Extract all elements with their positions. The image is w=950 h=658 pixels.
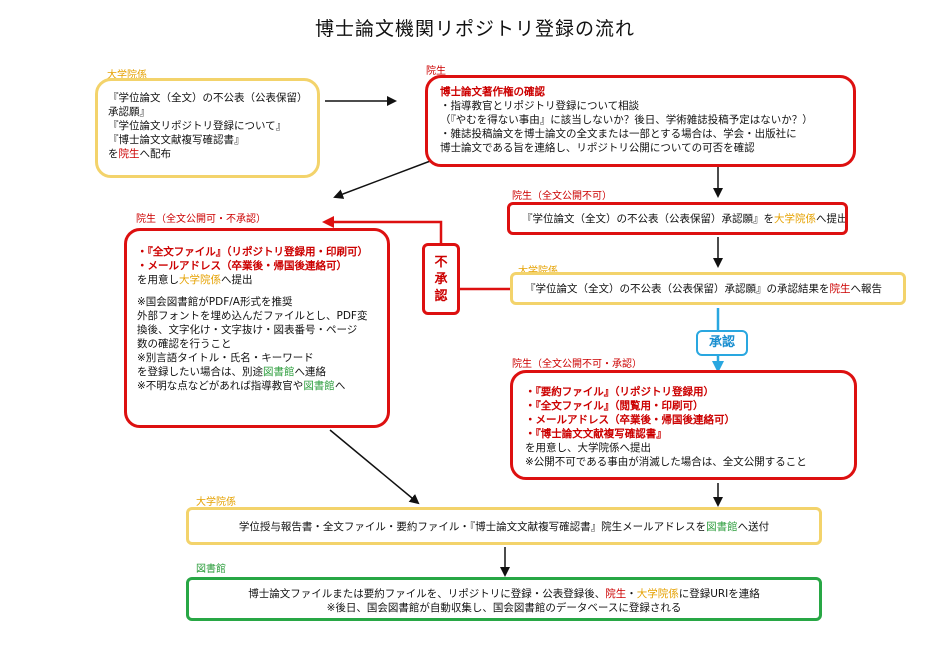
submit-line: 『学位論文（全文）の不公表（公表保留）承認願』を大学院係へ提出 [522, 212, 845, 226]
copyright-line: ・指導教官とリポジトリ登録について相談 [440, 100, 640, 112]
copyright-heading: 博士論文著作権の確認 [440, 86, 545, 98]
rejected-tag: 不 承 認 [422, 243, 460, 315]
text: へ送付 [737, 521, 770, 533]
arrow-fulltext-to-send [329, 429, 420, 505]
summary-line: ・『全文ファイル』（閲覧用・印刷可） [525, 400, 704, 412]
send-line: 学位授与報告書・全文ファイル・要約ファイル・『博士論文文献複写確認書』院生メール… [189, 520, 819, 534]
summary-line: を用意し、大学院係へ提出 [525, 442, 651, 454]
text: へ提出 [221, 274, 253, 286]
note-line: 数の確認を行うこと [137, 338, 232, 350]
send-to-library-box: 学位授与報告書・全文ファイル・要約ファイル・『博士論文文献複写確認書』院生メール… [186, 507, 822, 545]
text: へ [334, 380, 346, 392]
copyright-line: 博士論文である旨を連絡し、リポジトリ公開についての可否を確認 [440, 142, 755, 154]
label-univ-office: 大学院係 [196, 497, 236, 508]
summary-file-box: ・『要約ファイル』（リポジトリ登録用） ・『全文ファイル』（閲覧用・印刷可） ・… [510, 370, 857, 480]
univ-term: 大学院係 [636, 588, 679, 600]
report-line: 『学位論文（全文）の不公表（公表保留）承認願』の承認結果を院生へ報告 [525, 282, 903, 296]
library-line: 博士論文ファイルまたは要約ファイルを、リポジトリに登録・公表登録後、院生・大学院… [189, 587, 819, 601]
univ-forms-box: 『学位論文（全文）の不公表（公表保留） 承認願』 『学位論文リポジトリ登録につい… [95, 78, 320, 178]
note-line: を登録したい場合は、別途図書館へ連絡 [137, 365, 387, 379]
spacer [137, 287, 387, 295]
form-line: 『学位論文（全文）の不公表（公表保留） [108, 92, 308, 104]
label-student-nondisclosure-approved: 院生（全文公開不可・承認） [512, 359, 642, 370]
text: に登録URIを連絡 [678, 588, 760, 600]
student-term: 院生 [118, 148, 140, 160]
fulltext-line: ・メールアドレス（卒業後・帰国後連絡可） [137, 260, 347, 272]
text: 博士論文ファイルまたは要約ファイルを、リポジトリに登録・公表登録後、 [248, 588, 606, 600]
form-line: を院生へ配布 [108, 147, 317, 161]
text: へ配布 [139, 148, 172, 160]
text: へ報告 [850, 283, 883, 295]
arrow-copyright-to-fulltext [333, 159, 434, 199]
fulltext-line: ・『全文ファイル』（リポジトリ登録用・印刷可） [137, 246, 368, 258]
student-term: 院生 [829, 283, 851, 295]
text: ・ [626, 588, 637, 600]
text: ※不明な点などがあれば指導教官や [137, 380, 304, 392]
text: へ提出 [816, 213, 848, 225]
form-line: 承認願』 [108, 106, 150, 118]
report-result-box: 『学位論文（全文）の不公表（公表保留）承認願』の承認結果を院生へ報告 [510, 272, 906, 305]
library-registration-box: 博士論文ファイルまたは要約ファイルを、リポジトリに登録・公表登録後、院生・大学院… [186, 577, 822, 621]
student-term: 院生 [605, 588, 627, 600]
summary-line: ・『博士論文文献複写確認書』 [525, 428, 667, 440]
note-line: 換後、文字化け・文字抜け・図表番号・ページ [137, 324, 358, 336]
label-student-nondisclosure: 院生（全文公開不可） [512, 191, 612, 202]
fulltext-line: を用意し大学院係へ提出 [137, 273, 387, 287]
text: 学位授与報告書・全文ファイル・要約ファイル・『博士論文文献複写確認書』院生メール… [238, 521, 707, 533]
library-line: ※後日、国会図書館が自動収集し、国会図書館のデータベースに登録される [326, 602, 682, 614]
rejected-char: 承 [434, 272, 448, 287]
univ-term: 大学院係 [179, 274, 221, 286]
label-student-disclosure-rejected: 院生（全文公開可・不承認） [136, 214, 266, 225]
text: 『学位論文（全文）の不公表（公表保留）承認願』を [522, 213, 774, 225]
copyright-line: ・雑誌投稿論文を博士論文の全文または一部とする場合は、学会・出版社に [440, 128, 797, 140]
univ-term: 大学院係 [774, 213, 816, 225]
rejected-char: 認 [434, 289, 448, 304]
summary-line: ・メールアドレス（卒業後・帰国後連絡可） [525, 414, 735, 426]
summary-line: ※公開不可である事由が消滅した場合は、全文公開すること [525, 456, 807, 468]
summary-line: ・『要約ファイル』（リポジトリ登録用） [525, 386, 714, 398]
text: を登録したい場合は、別途 [137, 366, 263, 378]
label-univ-office: 大学院係 [518, 262, 558, 277]
library-term: 図書館 [263, 366, 295, 378]
library-term: 図書館 [303, 380, 335, 392]
text: へ連絡 [294, 366, 327, 378]
submit-nondisclosure-box: 『学位論文（全文）の不公表（公表保留）承認願』を大学院係へ提出 [507, 202, 848, 235]
label-student: 院生 [426, 66, 446, 77]
copyright-check-box: 博士論文著作権の確認 ・指導教官とリポジトリ登録について相談 （『やむを得ない事… [425, 75, 856, 167]
text: を用意し [137, 274, 179, 286]
full-text-box: ・『全文ファイル』（リポジトリ登録用・印刷可） ・メールアドレス（卒業後・帰国後… [124, 228, 390, 428]
form-line: 『博士論文文献複写確認書』 [108, 134, 245, 146]
note-line: ※国会図書館がPDF/A形式を推奨 [137, 296, 293, 308]
library-term: 図書館 [706, 521, 738, 533]
text: 『学位論文（全文）の不公表（公表保留）承認願』の承認結果を [525, 283, 830, 295]
note-line: ※不明な点などがあれば指導教官や図書館へ [137, 379, 387, 393]
label-library: 図書館 [196, 564, 226, 575]
label-univ-office: 大学院係 [107, 70, 147, 81]
rejected-char: 不 [434, 255, 448, 270]
form-line: 『学位論文リポジトリ登録について』 [108, 120, 287, 132]
note-line: ※別言語タイトル・氏名・キーワード [137, 352, 314, 364]
approved-badge: 承認 [696, 330, 748, 356]
text: を [108, 148, 119, 160]
page-title: 博士論文機関リポジトリ登録の流れ [314, 18, 635, 40]
copyright-line: （『やむを得ない事由』に該当しないか？後日、学術雑誌投稿予定はないか？） [440, 114, 813, 126]
note-line: 外部フォントを埋め込んだファイルとし、PDF変 [137, 310, 368, 322]
